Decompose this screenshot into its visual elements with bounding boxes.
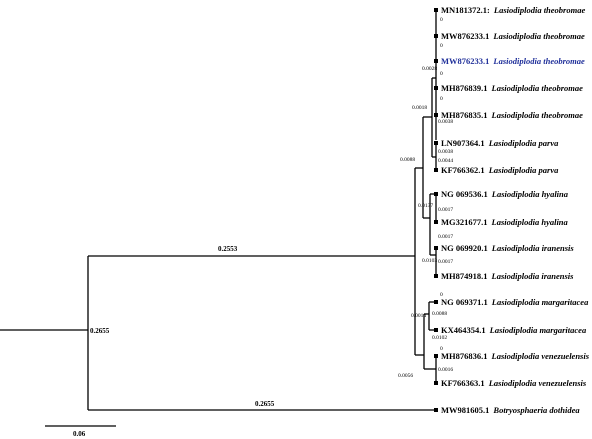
tip-label: KF766362.1 Lasiodiplodia parva [441,160,559,177]
tip-marker [434,192,438,196]
branch-length-label: 0.0017 [438,234,453,240]
branch-length-label: 0 [440,292,443,298]
tip-marker [434,246,438,250]
tip-label: MH874918.1 Lasiodiplodia iranensis [441,266,574,283]
branch-length-label: 0.0038 [438,149,453,155]
branch-length-outgroup: 0.2655 [255,400,275,408]
tip-marker [434,8,438,12]
tip-label: MW876233.1 Lasiodiplodia theobromae [441,26,585,43]
tip-marker [434,168,438,172]
tip-marker [434,408,438,412]
tip-marker [434,300,438,304]
tip-marker [434,141,438,145]
tip-marker [434,59,438,63]
branch-length-label: 0.0018 [412,105,427,111]
tip-marker [434,274,438,278]
branch-length-label: 0.0017 [438,259,453,265]
tip-label: KX464354.1 Lasiodiplodia margaritacea [441,320,587,337]
tip-label: NG 069371.1 Lasiodiplodia margaritacea [441,292,589,309]
branch-length-label: 0.0137 [418,203,433,209]
branch-length-root: 0.2655 [90,327,110,335]
scale-bar-label: 0.06 [73,430,86,438]
branch-length-ingroup: 0.2553 [218,245,238,253]
branch-length-label: 0.0088 [400,157,415,163]
tip-label: NG 069920.1 Lasiodiplodia iranensis [441,238,574,255]
branch-length-label: 0.0056 [398,373,413,379]
tip-label: MH876836.1 Lasiodiplodia venezuelensis [441,346,590,363]
branch-length-label: 0.0014 [411,313,426,319]
tip-label: KF766363.1 Lasiodiplodia venezuelensis [441,373,587,390]
branch-length-label: 0 [440,43,443,49]
branch-length-label: 0.0028 [422,66,437,72]
tip-label-highlighted: MW876233.1 Lasiodiplodia theobromae [441,51,585,68]
branch-length-label: 0.0016 [438,367,453,373]
branch-length-label: 0.0017 [438,207,453,213]
tip-label: MG321677.1 Lasiodiplodia hyalina [441,212,569,229]
branch-length-label: 0 [440,346,443,352]
branch-length-label: 0.0038 [438,119,453,125]
tip-label: NG 069536.1 Lasiodiplodia hyalina [441,184,569,201]
tip-label: LN907364.1 Lasiodiplodia parva [441,133,559,150]
branch-length-label: 0.0103 [422,258,437,264]
branch-length-label: 0.0044 [438,158,453,164]
tip-marker [434,113,438,117]
tip-marker [434,86,438,90]
tip-marker [434,220,438,224]
branch-length-label: 0.0102 [432,335,447,341]
tip-label: MW981605.1 Botryosphaeria dothidea [441,400,580,417]
tip-marker [434,34,438,38]
branch-length-label: 0 [440,17,443,23]
tip-marker [434,328,438,332]
branch-length-label: 0 [440,96,443,102]
tip-marker [434,381,438,385]
tip-marker [434,354,438,358]
branch-length-label: 0.0088 [432,311,447,317]
tip-label: MN181372.1: Lasiodiplodia theobromae [441,0,585,17]
tip-label: MH876835.1 Lasiodiplodia theobromae [441,105,583,122]
branch-length-label: 0 [440,71,443,77]
tip-label: MH876839.1 Lasiodiplodia theobromae [441,78,583,95]
